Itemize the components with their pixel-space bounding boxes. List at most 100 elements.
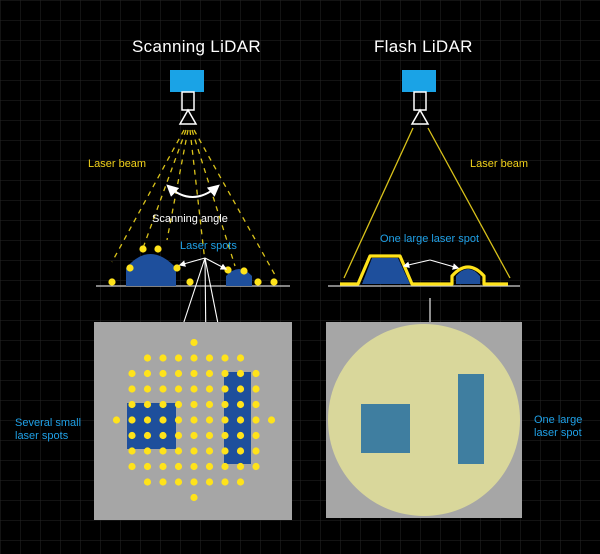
laser-spot [190,447,198,455]
scan-beam-5 [191,129,236,267]
laser-spot [254,278,262,286]
laser-spot [236,385,245,393]
laser-spot [174,462,183,471]
laser-spot [174,447,183,455]
laser-spot [221,369,229,378]
flash-illumination-outline [340,254,508,286]
laser-spot [270,278,278,286]
laser-spot [159,400,167,409]
scanning-sensor-icon [170,70,204,125]
laser-spot [221,462,229,471]
laser-spot [205,385,214,393]
flash-beam-left [343,127,414,279]
laser-spot [252,385,260,393]
flash-object-bar [458,374,484,464]
scanning-object-square [127,403,176,449]
several-small-spots-line1: Several small [15,417,82,429]
laser-spot [143,447,152,455]
laser-spot [190,478,198,486]
laser-spot [128,400,136,409]
laser-spot [236,369,245,378]
laser-spot [221,478,229,486]
laser-spot [174,431,183,440]
laser-spot [128,416,136,424]
laser-spot [143,431,152,440]
laser-spot [174,369,183,378]
laser-spot [128,462,136,471]
laser-spot [190,338,198,347]
laser-spot [190,493,198,502]
laser-spot [174,385,183,393]
laser-spot [159,385,167,393]
laser-spot [252,447,260,455]
laser-spot [174,478,183,486]
pointer-to-right-spot [204,257,228,270]
flash-beams [343,127,511,279]
laser-spot [221,416,229,424]
laser-spot [108,278,116,286]
several-small-spots-label: Several small laser spots [15,417,81,442]
flash-laser-beam-label: Laser beam [470,158,529,170]
laser-spot [159,431,167,440]
several-small-spots-line2: laser spots [15,429,69,442]
pointer-to-left-spot [178,257,206,267]
scanning-laser-beam-label: Laser beam [88,158,147,170]
laser-spot [128,369,136,378]
scan-beam-2 [142,129,187,249]
scanning-spot-grid [112,338,276,502]
laser-spot [252,416,260,424]
laser-spot [143,416,152,424]
laser-spot [174,416,183,424]
laser-spot [240,267,248,275]
laser-spot [174,354,183,362]
laser-spot [159,478,167,486]
scan-beam-4 [189,129,206,263]
flash-object-large [362,258,410,284]
laser-spot [190,431,198,440]
scan-beam-6 [193,129,276,276]
laser-spot [205,400,214,409]
laser-spot [252,400,260,409]
pointer-to-small-object [429,259,460,270]
laser-spot [205,369,214,378]
scanning-sensor-lens [178,108,198,125]
laser-spot [236,431,245,440]
laser-spot [190,354,198,362]
laser-spots-label: Laser spots [180,240,237,252]
laser-spot [252,462,260,471]
laser-spot [267,416,276,424]
laser-spot [128,447,136,455]
flash-illumination-circle [328,324,520,516]
laser-spot [252,431,260,440]
scanning-beams [111,129,276,276]
laser-spot [205,431,214,440]
laser-spot [190,462,198,471]
laser-spot [221,400,229,409]
flash-beam-right [427,127,511,279]
laser-spot [143,478,152,486]
laser-spot [139,245,147,253]
pointer-to-large-object [402,259,431,269]
laser-spot [112,416,121,424]
flash-title: Flash LiDAR [374,37,473,56]
laser-spot [236,462,245,471]
laser-spot [221,385,229,393]
laser-spot [221,447,229,455]
laser-spot [236,400,245,409]
large-laser-spot-label: One large laser spot [380,233,480,245]
laser-spot [159,447,167,455]
flash-object-small [456,269,480,284]
laser-spot [221,354,229,362]
laser-spot [173,264,181,272]
one-large-spot-label: One large laser spot [534,414,582,439]
flash-sensor-icon [402,70,436,125]
one-large-spot-line2: laser spot [534,426,582,439]
laser-spot [236,447,245,455]
laser-spot [143,369,152,378]
laser-spot [221,431,229,440]
flash-sensor-lens [410,108,430,125]
laser-spot [159,354,167,362]
laser-spot [159,369,167,378]
laser-spot [236,478,245,486]
